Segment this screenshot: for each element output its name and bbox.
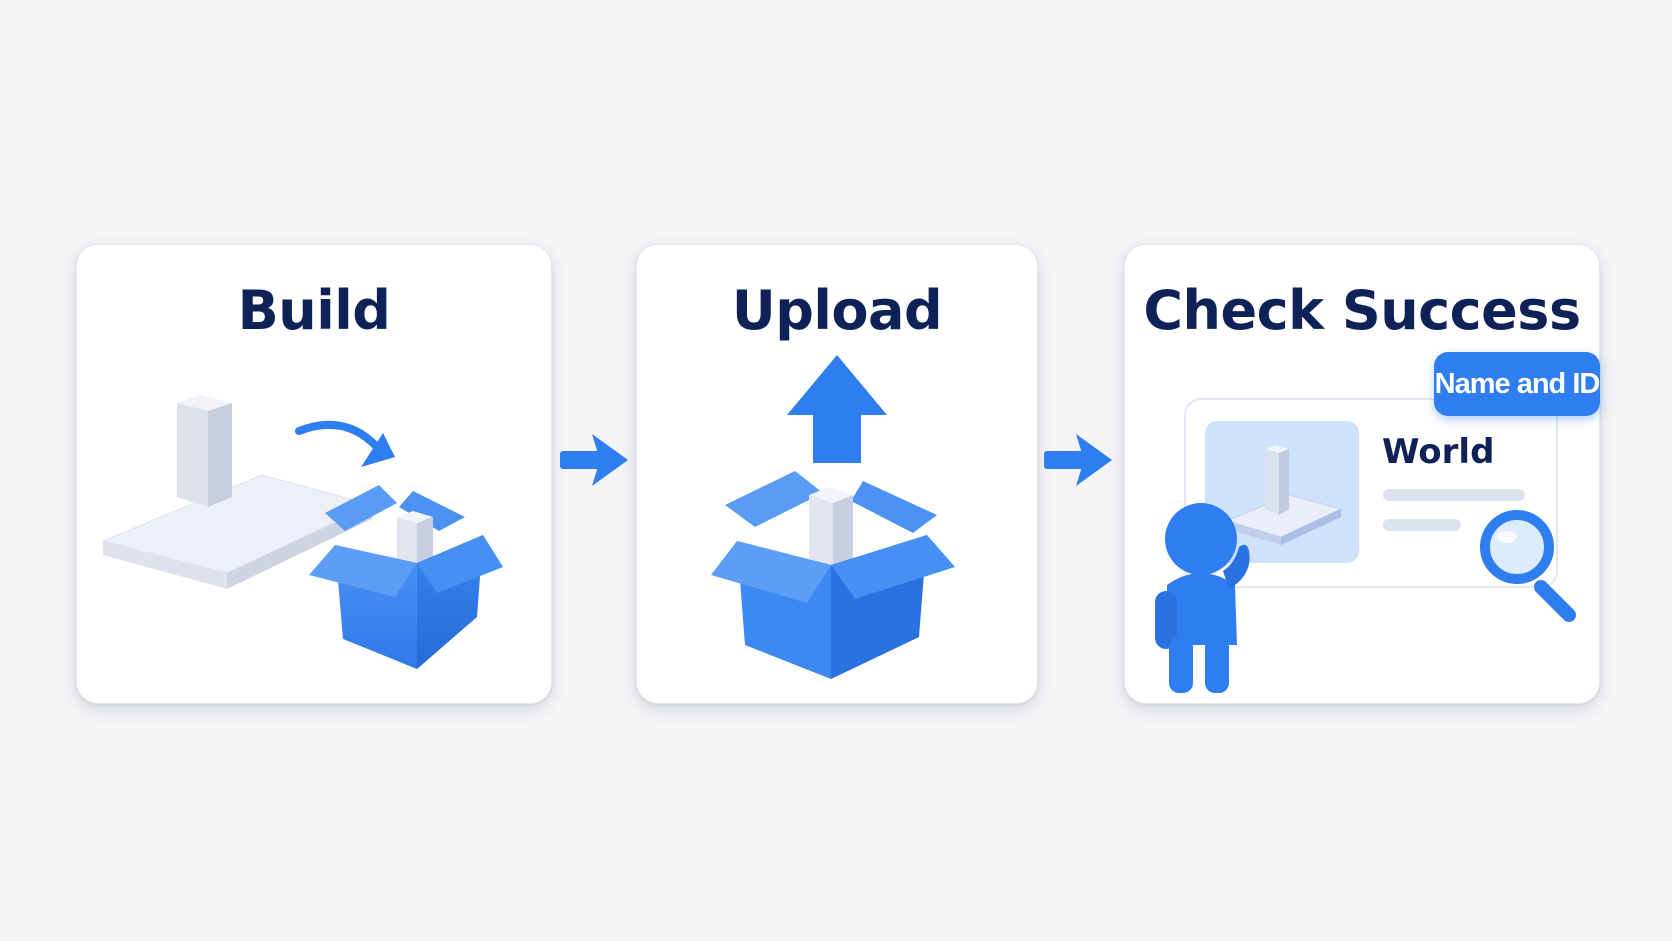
world-label: World xyxy=(1382,432,1495,472)
upload-arrow-icon xyxy=(787,355,887,463)
world-info-panel xyxy=(1184,398,1558,588)
step-title-check-success: Check Success xyxy=(1143,279,1581,342)
upload-illustration xyxy=(711,355,955,679)
step-title-upload: Upload xyxy=(731,279,943,342)
step-title-build: Build xyxy=(237,279,391,342)
person-icon xyxy=(1155,503,1250,693)
open-box-icon xyxy=(309,485,503,669)
open-box-icon xyxy=(711,471,955,679)
build-block-icon xyxy=(101,395,374,589)
name-and-id-badge: Name and ID xyxy=(1434,352,1600,416)
check-success-illustration xyxy=(1155,398,1576,693)
step-card-upload: Upload xyxy=(636,244,1038,704)
magnifier-icon xyxy=(1480,510,1576,622)
step-card-build: Build xyxy=(76,244,552,704)
curved-arrow-icon xyxy=(295,420,395,467)
right-arrow-icon xyxy=(1044,434,1112,486)
step-card-check-success: Check Success xyxy=(1124,244,1600,704)
right-arrow-icon xyxy=(560,434,628,486)
build-illustration xyxy=(101,395,503,669)
